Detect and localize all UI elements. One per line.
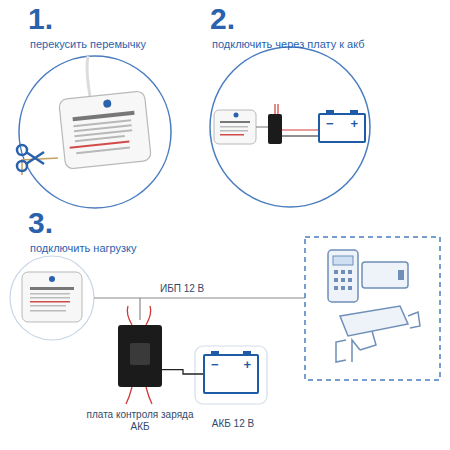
battery-frame bbox=[195, 346, 267, 404]
polarity-sign: − bbox=[326, 117, 334, 130]
step-caption: подключить нагрузку bbox=[30, 242, 137, 255]
charge-board: плата контроля заряда АКБ bbox=[118, 325, 162, 387]
step-caption: перекусить перемычку bbox=[30, 38, 146, 51]
load-frame bbox=[305, 237, 440, 380]
step-number: 3. bbox=[28, 206, 53, 241]
zoom-circle bbox=[10, 256, 94, 340]
wire bbox=[256, 126, 268, 127]
polarity-sign: + bbox=[243, 358, 251, 371]
scissors-icon bbox=[17, 145, 44, 171]
charge-board bbox=[268, 114, 282, 144]
step-caption: подключить через плату к акб bbox=[212, 38, 365, 51]
branch-line bbox=[139, 298, 140, 320]
battery-icon: −+ bbox=[318, 113, 366, 143]
battery-icon: −+АКБ 12 В bbox=[203, 354, 259, 394]
battery-terminal bbox=[350, 110, 358, 114]
battery-label: АКБ 12 В bbox=[183, 418, 283, 430]
polarity-sign: − bbox=[211, 358, 219, 371]
board-chip bbox=[130, 343, 150, 365]
battery-terminal bbox=[211, 351, 219, 355]
step-number: 2. bbox=[210, 2, 235, 37]
zoom-circle bbox=[210, 47, 370, 207]
wire bbox=[282, 129, 318, 130]
camera-icon bbox=[336, 306, 420, 362]
wire-connector bbox=[162, 370, 203, 374]
battery-terminal bbox=[243, 351, 251, 355]
ups-module bbox=[59, 91, 152, 170]
ups-module bbox=[214, 110, 256, 144]
wire bbox=[275, 104, 278, 114]
polarity-sign: + bbox=[350, 117, 358, 130]
battery-terminal bbox=[326, 110, 334, 114]
step-number: 1. bbox=[28, 2, 53, 37]
ups-module bbox=[22, 272, 82, 322]
line-label: ИБП 12 В bbox=[158, 283, 206, 295]
wire bbox=[127, 306, 151, 325]
wire bbox=[282, 135, 318, 136]
supply-line bbox=[94, 297, 305, 298]
zoom-circle bbox=[19, 56, 171, 208]
wire bbox=[126, 387, 152, 404]
board-label: плата контроля заряда АКБ bbox=[85, 409, 195, 433]
keypad-icon bbox=[328, 250, 408, 302]
